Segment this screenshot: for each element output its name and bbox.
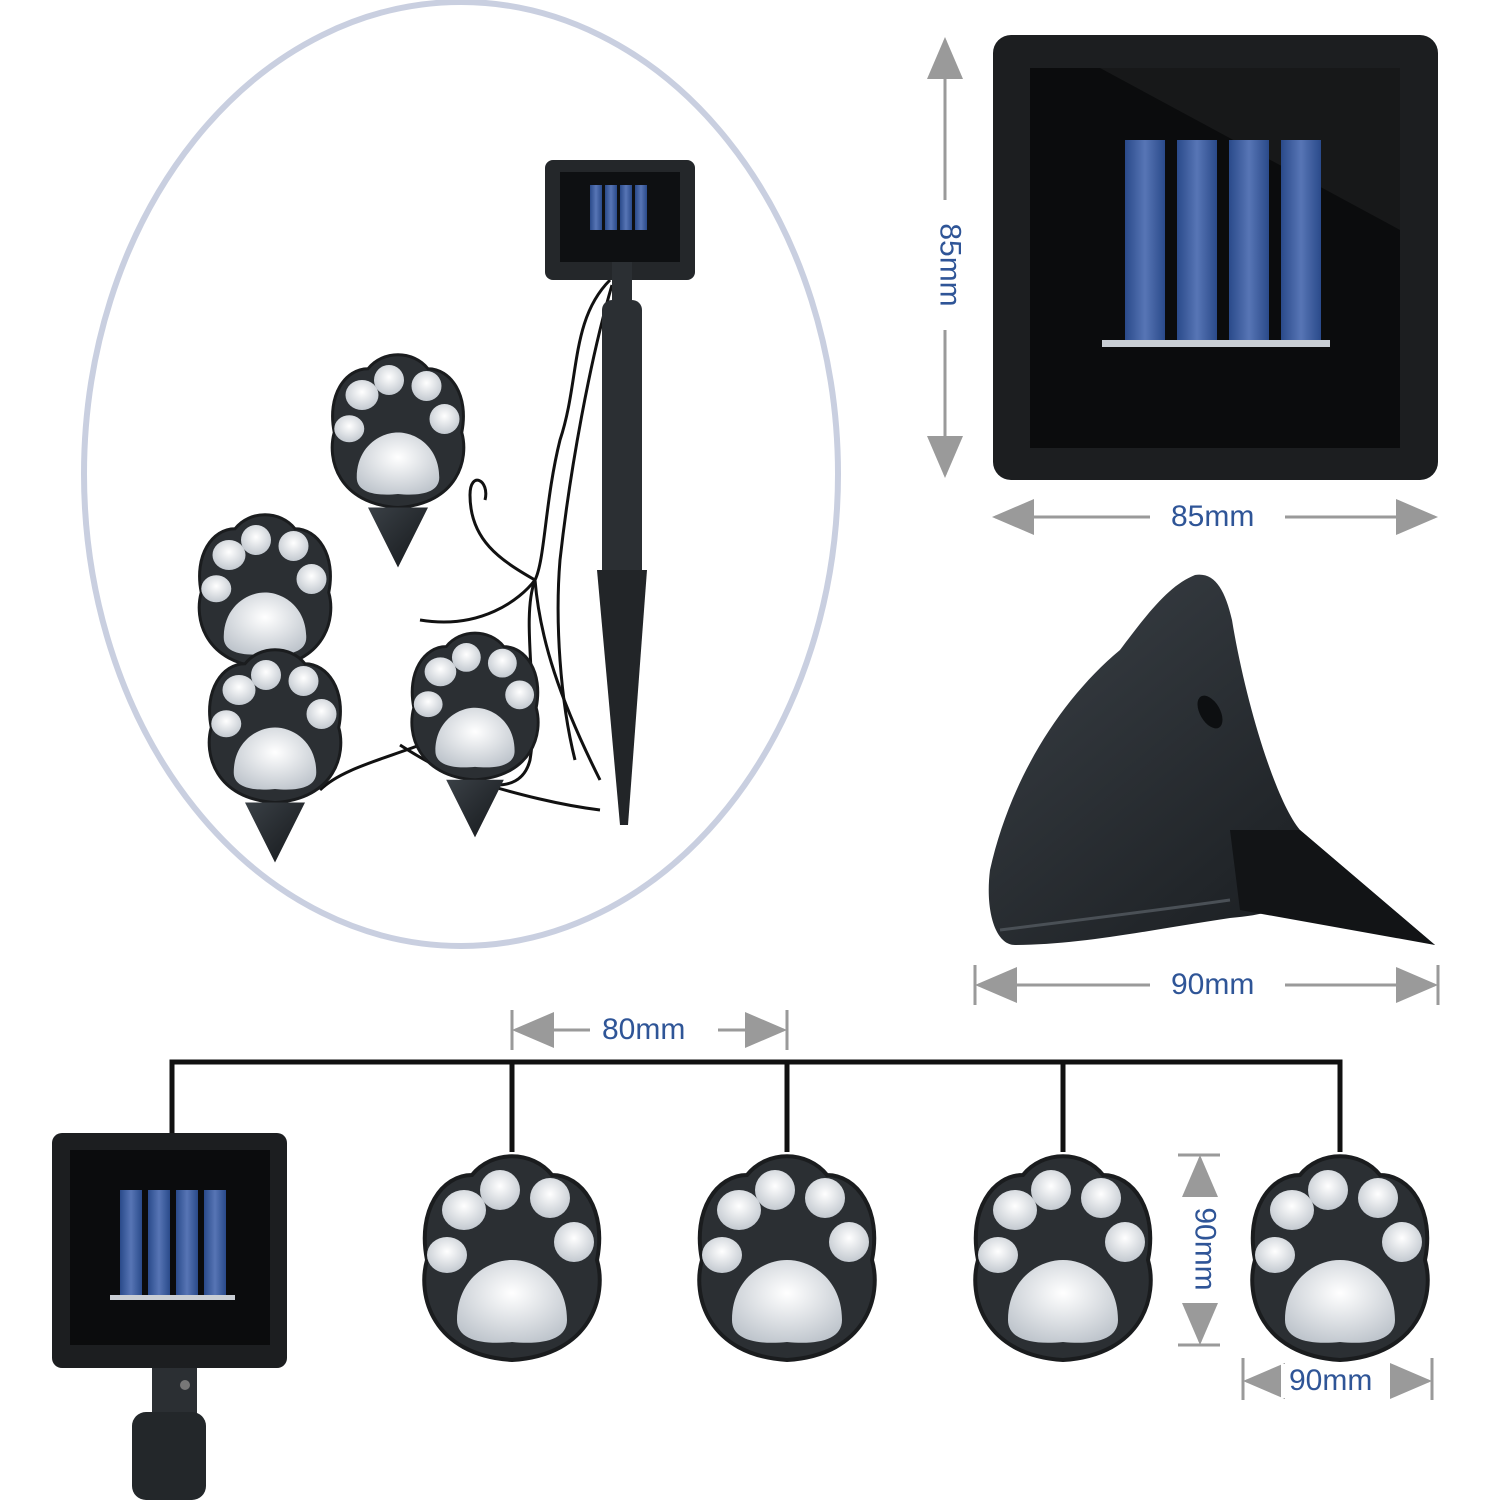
solar-panel-large: [993, 35, 1438, 480]
paw-light-1: [330, 353, 466, 568]
paw-light-3: [207, 648, 343, 863]
light-height-dimension-lines: [1178, 1153, 1220, 1347]
paw-light-4: [410, 631, 540, 838]
panel-dimension-lines: [927, 37, 1438, 535]
panel-height-label: 85mm: [932, 215, 967, 315]
light-width-dimension-lines: [1241, 1358, 1434, 1400]
assembled-product-view: [81, 0, 841, 949]
panel-width-label: 85mm: [1163, 500, 1263, 534]
ground-stake: [597, 300, 647, 825]
spacing-dimension-lines: [510, 1010, 789, 1050]
light-width-label: 90mm: [1281, 1364, 1381, 1398]
spacing-label: 80mm: [594, 1013, 694, 1047]
side-width-label: 90mm: [1163, 968, 1263, 1002]
ellipse-outline: [81, 0, 841, 949]
solar-panel-bottom: [52, 1133, 287, 1500]
side-view-dimension-lines: [973, 965, 1440, 1005]
paw-light-side-view: [988, 574, 1435, 945]
light-height-label: 90mm: [1187, 1199, 1222, 1299]
paw-light-bottom-4: [1250, 1154, 1430, 1362]
solar-panel-small: [545, 160, 695, 302]
paw-light-bottom-2: [697, 1154, 877, 1362]
wiring-diagram: [169, 1059, 1343, 1152]
paw-light-bottom-1: [422, 1154, 602, 1362]
paw-light-bottom-3: [973, 1154, 1153, 1362]
